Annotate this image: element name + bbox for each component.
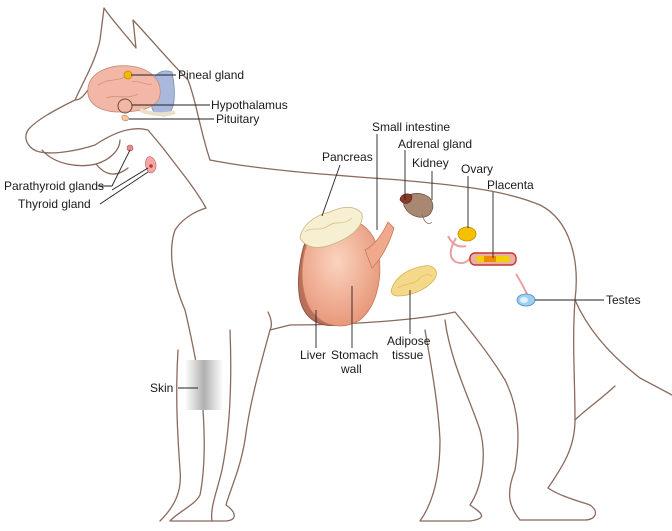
label-skin: Skin <box>150 381 173 395</box>
label-ovary: Ovary <box>461 162 493 176</box>
label-liver: Liver <box>300 348 326 362</box>
label-adipose-tissue: tissue <box>392 348 424 362</box>
label-adrenal-gland: Adrenal gland <box>398 137 472 151</box>
label-thyroid-gland: Thyroid gland <box>18 197 91 211</box>
pituitary-icon <box>121 115 129 122</box>
pineal-gland-icon <box>123 70 133 80</box>
label-parathyroid-glands: Parathyroid glands <box>4 179 104 193</box>
label-testes: Testes <box>606 293 641 307</box>
hypothalamus-marker <box>117 98 133 114</box>
leader-lines <box>98 74 604 389</box>
pancreas-icon <box>299 206 363 248</box>
label-hypothalamus: Hypothalamus <box>211 98 288 112</box>
label-stomach-wall: wall <box>340 362 362 376</box>
label-adipose: Adipose <box>387 334 431 348</box>
adrenal-gland-icon <box>399 193 413 204</box>
label-small-intestine: Small intestine <box>372 120 450 134</box>
adipose-tissue-icon <box>390 265 437 297</box>
label-kidney: Kidney <box>412 156 449 170</box>
label-pancreas: Pancreas <box>322 150 373 164</box>
label-stomach: Stomach <box>331 348 378 362</box>
label-placenta: Placenta <box>487 178 534 192</box>
ovary-icon <box>457 226 477 242</box>
skin-patch <box>185 360 223 410</box>
label-pituitary: Pituitary <box>216 112 259 126</box>
label-pineal-gland: Pineal gland <box>178 68 244 82</box>
